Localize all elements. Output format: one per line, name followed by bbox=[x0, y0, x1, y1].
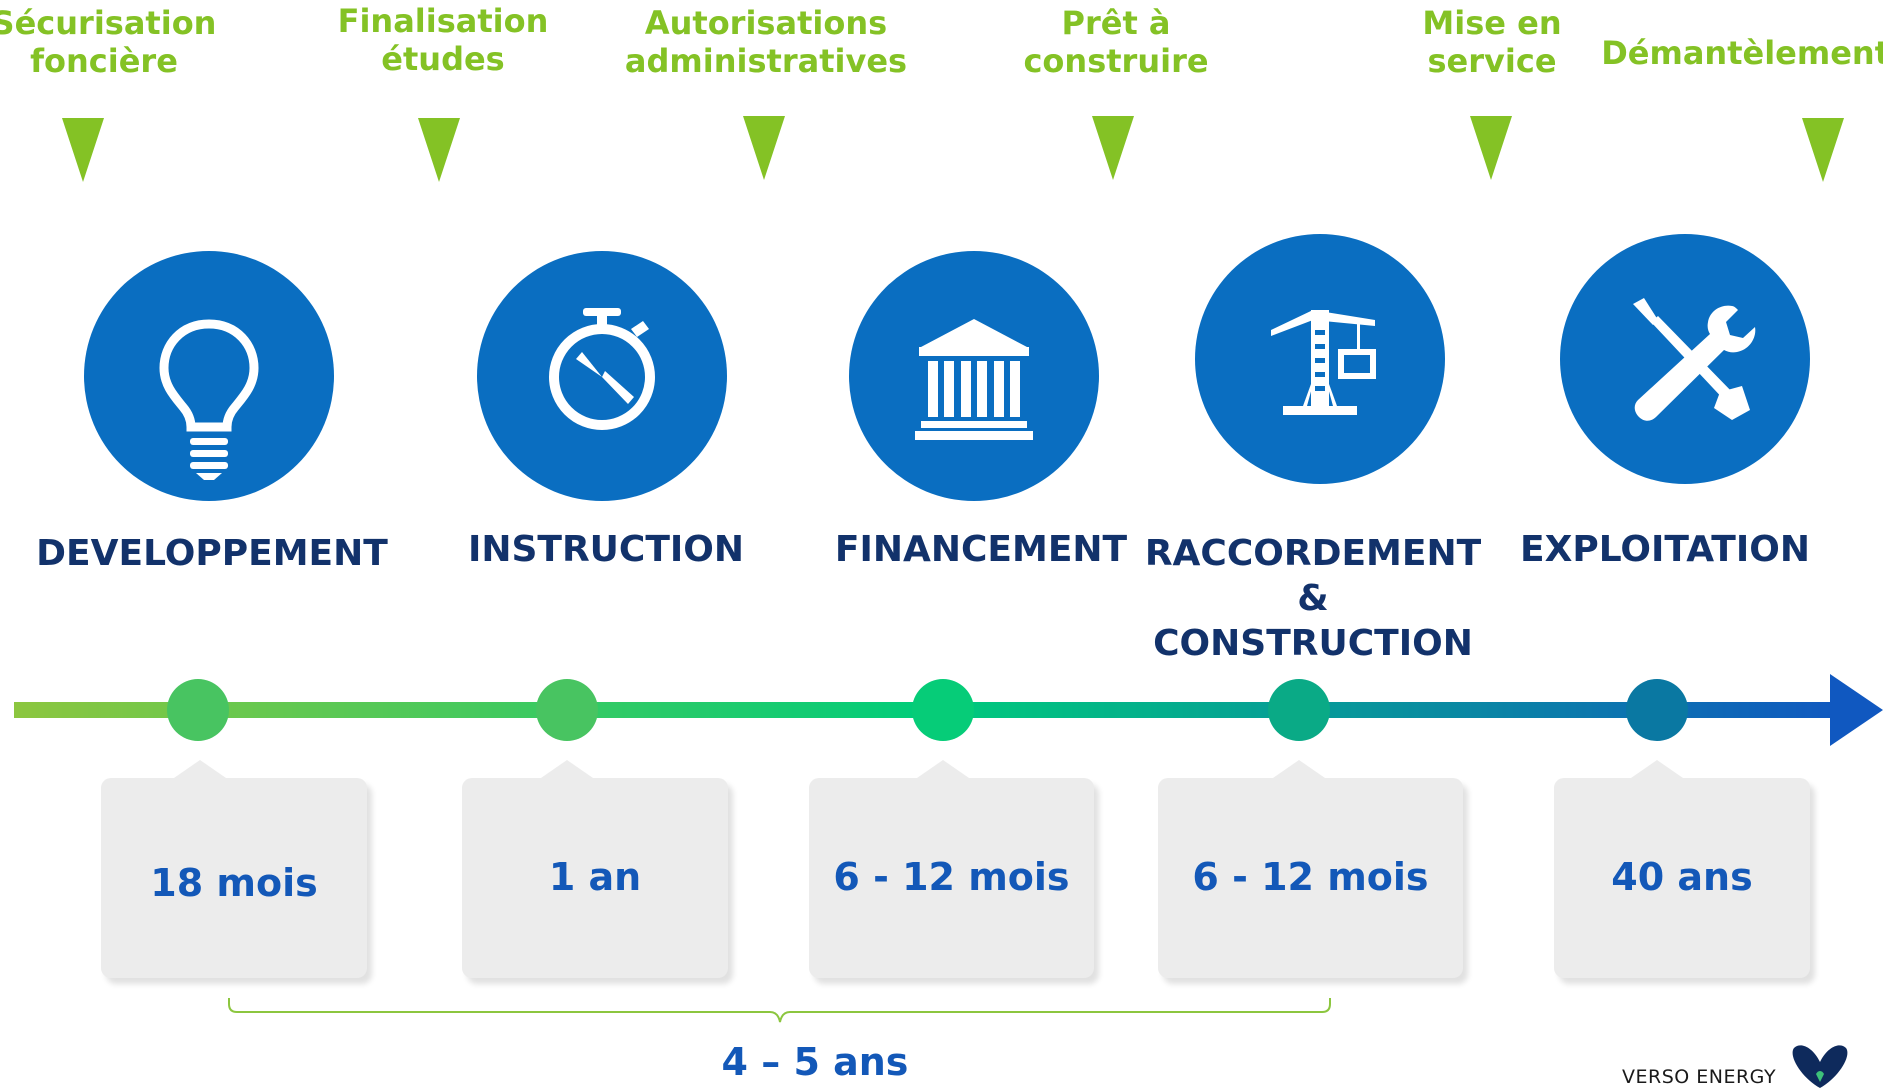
phase-instruction-circle bbox=[477, 251, 727, 501]
duration-box-developpement: 18 mois bbox=[101, 760, 367, 978]
duration-box-exploitation: 40 ans bbox=[1554, 760, 1810, 978]
phase-title-instruction: INSTRUCTION bbox=[467, 529, 745, 570]
lightbulb-icon bbox=[159, 319, 259, 480]
milestone-label: Autorisations administratives bbox=[624, 4, 908, 80]
timeline-node bbox=[912, 679, 974, 741]
verso-energy-logo bbox=[1792, 1045, 1848, 1088]
duration-box-raccordement-construction: 6 - 12 mois bbox=[1158, 760, 1463, 978]
duration-value: 6 - 12 mois bbox=[833, 855, 1070, 899]
milestone-triangle-icon bbox=[1092, 116, 1134, 180]
milestone-securisation-fonciere: Sécurisation foncière bbox=[0, 4, 254, 80]
phase-title-exploitation: EXPLOITATION bbox=[1520, 529, 1810, 570]
milestone-label: Prêt à construire bbox=[1023, 4, 1209, 80]
duration-value: 6 - 12 mois bbox=[1192, 855, 1429, 899]
timeline-node bbox=[536, 679, 598, 741]
phase-financement-circle bbox=[849, 251, 1099, 501]
phase-title-raccordement-construction: RACCORDEMENT & CONSTRUCTION bbox=[1144, 533, 1482, 664]
phase-title-developpement: DEVELOPPEMENT bbox=[36, 533, 388, 574]
duration-value: 40 ans bbox=[1611, 855, 1753, 899]
milestone-autorisations-administratives: Autorisations administratives bbox=[616, 4, 916, 80]
milestone-label: Démantèlement bbox=[1601, 34, 1883, 72]
stopwatch-icon bbox=[549, 308, 655, 430]
milestone-label: Finalisation études bbox=[337, 2, 549, 78]
milestone-triangle-icon bbox=[743, 116, 785, 180]
timeline-arrow bbox=[14, 674, 1883, 746]
milestone-label: Sécurisation foncière bbox=[0, 4, 217, 80]
duration-value: 18 mois bbox=[150, 861, 318, 905]
timeline-node bbox=[167, 679, 229, 741]
crane-icon bbox=[1271, 310, 1376, 415]
duration-value: 1 an bbox=[548, 855, 642, 899]
duration-box-financement: 6 - 12 mois bbox=[809, 760, 1094, 978]
timeline-node bbox=[1626, 679, 1688, 741]
milestone-triangle-icon bbox=[1802, 118, 1844, 182]
milestone-label: Mise en service bbox=[1422, 4, 1562, 80]
phase-raccordement-construction-circle bbox=[1195, 234, 1445, 484]
phase-exploitation-circle bbox=[1560, 234, 1810, 484]
timeline-node bbox=[1268, 679, 1330, 741]
milestone-triangle-icon bbox=[418, 118, 460, 182]
milestone-demantelement: Démantèlement bbox=[1600, 34, 1883, 72]
duration-box-instruction: 1 an bbox=[462, 760, 728, 978]
milestone-finalisation-etudes: Finalisation études bbox=[293, 2, 593, 78]
milestone-pret-a-construire: Prêt à construire bbox=[966, 4, 1266, 80]
tools-icon bbox=[1633, 298, 1756, 421]
bank-icon bbox=[915, 319, 1033, 440]
milestone-mise-en-service: Mise en service bbox=[1342, 4, 1642, 80]
phase-developpement-circle bbox=[84, 251, 334, 501]
milestone-triangle-icon bbox=[62, 118, 104, 182]
duration-brace bbox=[228, 998, 1331, 1023]
total-duration: 4 – 5 ans bbox=[721, 1040, 909, 1084]
brand-name: VERSO ENERGY bbox=[1622, 1066, 1777, 1088]
milestone-triangle-icon bbox=[1470, 116, 1512, 180]
phase-title-financement: FINANCEMENT bbox=[834, 529, 1128, 570]
arrow-head-icon bbox=[1830, 674, 1883, 746]
